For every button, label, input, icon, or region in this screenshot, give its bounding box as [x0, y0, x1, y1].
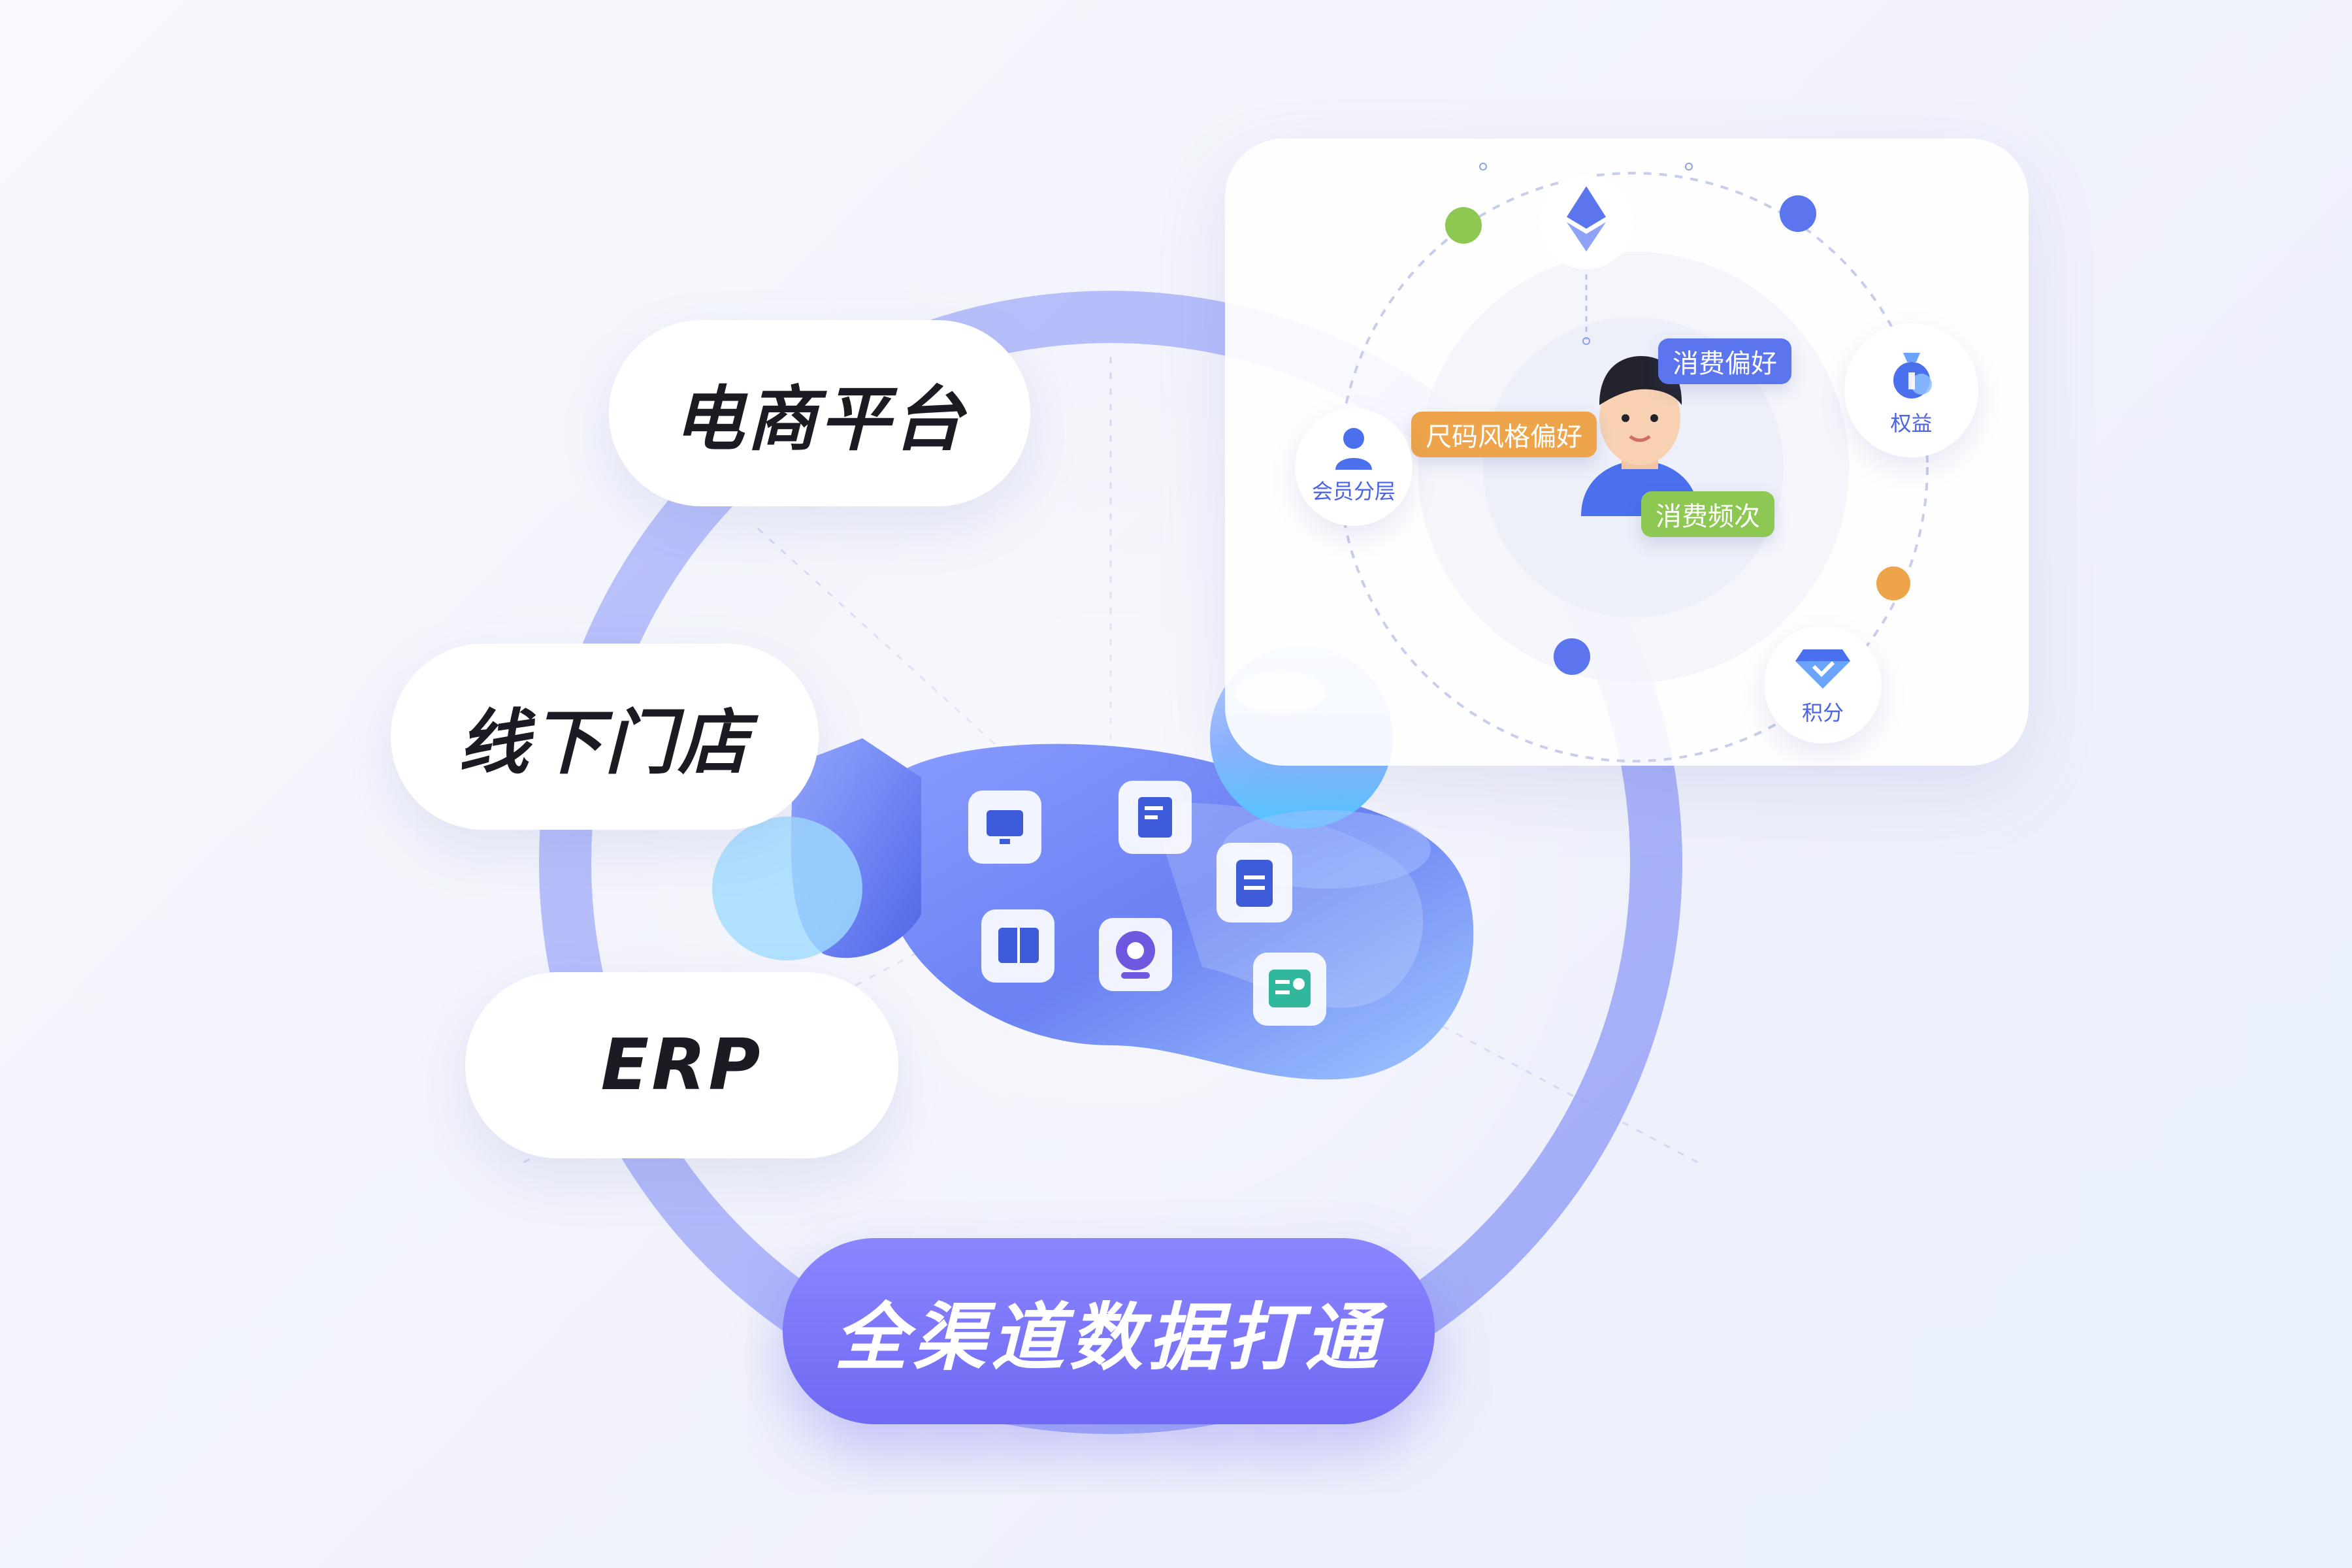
- node-points-label: 积分: [1801, 700, 1844, 725]
- channel-ecommerce-pill: 电商平台: [609, 320, 1030, 506]
- orbit-ring: [1338, 172, 1929, 762]
- money-bag-icon: [1893, 353, 1932, 399]
- orbit-dot-orange: [1876, 566, 1910, 600]
- channel-erp-pill: ERP: [465, 972, 898, 1158]
- node-benefits-label: 权益: [1890, 411, 1933, 436]
- app-tiles: [968, 781, 1326, 1026]
- tag-size-style-preference: 尺码风格偏好: [1411, 412, 1597, 457]
- node-benefits: 权益: [1844, 323, 1978, 457]
- orbit-dot-blue-top: [1780, 195, 1816, 232]
- node-points: 积分: [1764, 626, 1882, 743]
- tag-consumption-frequency-label: 消费频次: [1656, 502, 1760, 532]
- node-membership-tier-label: 会员分层: [1311, 479, 1396, 504]
- diamond-icon: [1795, 649, 1850, 689]
- tag-size-style-preference-label: 尺码风格偏好: [1426, 422, 1582, 452]
- omnichannel-cta-label: 全渠道数据打通: [834, 1295, 1383, 1380]
- orbit-dot-blue-bottom: [1554, 638, 1590, 675]
- tag-consumption-preference: 消费偏好: [1658, 338, 1791, 384]
- orbit-dot-green: [1445, 207, 1482, 244]
- node-membership-tier: 会员分层: [1295, 408, 1413, 526]
- ethereum-icon: [1567, 186, 1606, 252]
- tag-consumption-frequency: 消费频次: [1641, 491, 1774, 537]
- tag-consumption-preference-label: 消费偏好: [1673, 349, 1777, 379]
- person-icon: [1335, 428, 1372, 470]
- channel-ecommerce-label: 电商平台: [673, 378, 966, 461]
- channel-erp-label: ERP: [600, 1024, 763, 1106]
- omnichannel-cta-button[interactable]: 全渠道数据打通: [783, 1238, 1435, 1424]
- channel-offline-store-pill: 线下门店: [391, 644, 819, 830]
- channel-offline-store-label: 线下门店: [458, 702, 751, 784]
